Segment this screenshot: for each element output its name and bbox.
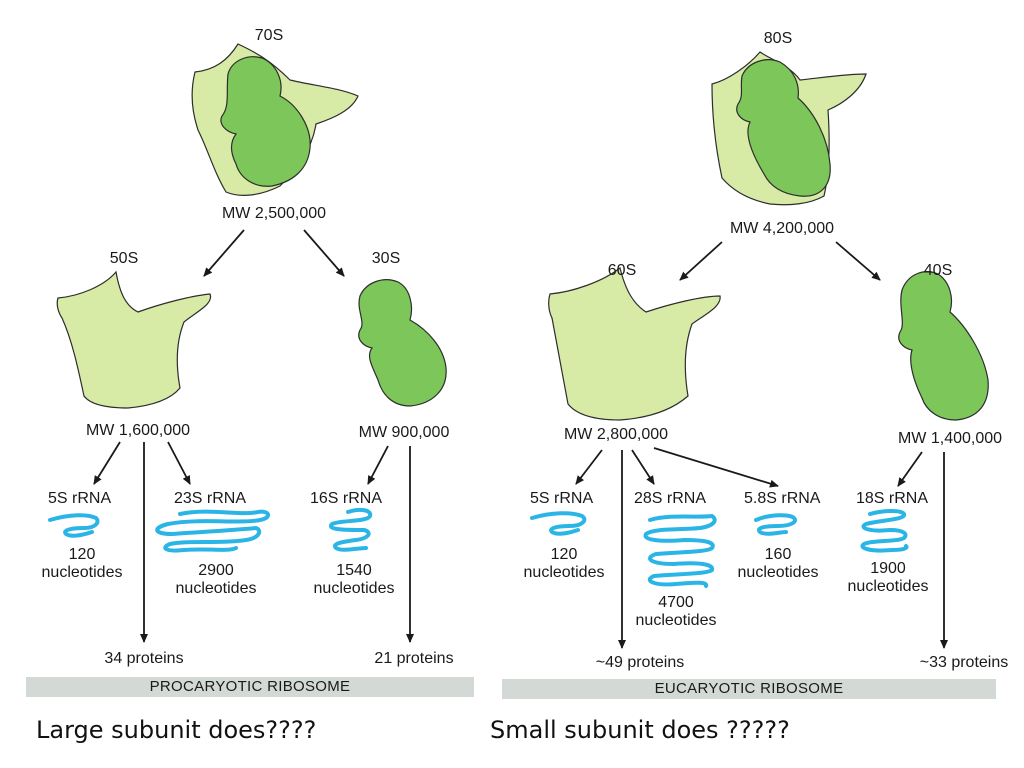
rrna-5s-prokaryote-shape — [48, 513, 100, 538]
eukaryote-arrows — [575, 241, 948, 649]
rrna-5s-eukaryote-shape — [530, 511, 587, 536]
rrna-58s-eukaryote-shape — [754, 513, 797, 536]
eukaryote-small-proteins: ~33 proteins — [919, 654, 1009, 671]
prokaryote-50s-subunit-shape — [56, 270, 212, 409]
rrna-58s-eukaryote-size: 160 nucleotides — [737, 546, 819, 581]
prokaryote-30s-label: 30S — [371, 250, 401, 267]
eukaryote-80s-ribosome-shape — [711, 51, 867, 206]
eukaryote-band: EUCARYOTIC RIBOSOME — [502, 679, 996, 699]
eukaryote-60s-label: 60S — [607, 262, 637, 279]
prokaryote-70s-small-part — [220, 56, 311, 187]
rrna-5s-prokaryote-size: 120 nucleotides — [41, 546, 123, 581]
rrna-16s-prokaryote-size: 1540 nucleotides — [313, 562, 395, 597]
rrna-23s-prokaryote-name: 23S rRNA — [174, 490, 247, 507]
rrna-5s-prokaryote-name: 5S rRNA — [48, 490, 112, 507]
rrna-28s-eukaryote-size: 4700 nucleotides — [635, 594, 717, 629]
prokaryote-70s-label: 70S — [254, 27, 284, 44]
caption-large-subunit: Large subunit does???? — [36, 716, 317, 744]
prokaryote-70s-ribosome-shape — [191, 43, 359, 196]
prokaryote-large-proteins: 34 proteins — [104, 650, 184, 667]
rrna-18s-eukaryote-size: 1900 nucleotides — [847, 560, 929, 595]
prokaryote-band: PROCARYOTIC RIBOSOME — [26, 677, 474, 697]
prokaryote-small-proteins: 21 proteins — [374, 650, 454, 667]
rrna-58s-eukaryote-name: 5.8S rRNA — [744, 490, 821, 507]
rrna-23s-prokaryote-shape — [155, 509, 270, 553]
rrna-18s-eukaryote-shape — [860, 509, 909, 553]
caption-small-subunit: Small subunit does ????? — [490, 716, 790, 744]
rrna-16s-prokaryote-shape — [328, 507, 373, 552]
eukaryote-40s-mw: MW 1,400,000 — [897, 430, 1003, 447]
prokaryote-50s-mw: MW 1,600,000 — [85, 422, 191, 439]
eukaryote-80s-label: 80S — [763, 30, 793, 47]
eukaryote-80s-small-part — [736, 59, 831, 197]
eukaryote-60s-subunit-shape — [548, 266, 721, 421]
eukaryote-40s-label: 40S — [923, 262, 953, 279]
prokaryote-arrows — [93, 229, 414, 643]
prokaryote-70s-mw: MW 2,500,000 — [221, 205, 327, 222]
rrna-28s-eukaryote-name: 28S rRNA — [634, 490, 707, 507]
rrna-5s-eukaryote-name: 5S rRNA — [530, 490, 594, 507]
prokaryote-50s-label: 50S — [109, 250, 139, 267]
eukaryote-60s-mw: MW 2,800,000 — [563, 426, 669, 443]
rrna-16s-prokaryote-name: 16S rRNA — [310, 490, 383, 507]
eukaryote-40s-subunit-shape — [898, 271, 989, 421]
rrna-23s-prokaryote-size: 2900 nucleotides — [175, 562, 257, 597]
eukaryote-80s-mw: MW 4,200,000 — [729, 220, 835, 237]
rrna-28s-eukaryote-shape — [643, 514, 717, 588]
prokaryote-30s-mw: MW 900,000 — [358, 424, 450, 441]
eukaryote-large-proteins: ~49 proteins — [595, 654, 685, 671]
rrna-5s-eukaryote-size: 120 nucleotides — [523, 546, 605, 581]
prokaryote-30s-subunit-shape — [358, 279, 447, 407]
rrna-18s-eukaryote-name: 18S rRNA — [856, 490, 929, 507]
